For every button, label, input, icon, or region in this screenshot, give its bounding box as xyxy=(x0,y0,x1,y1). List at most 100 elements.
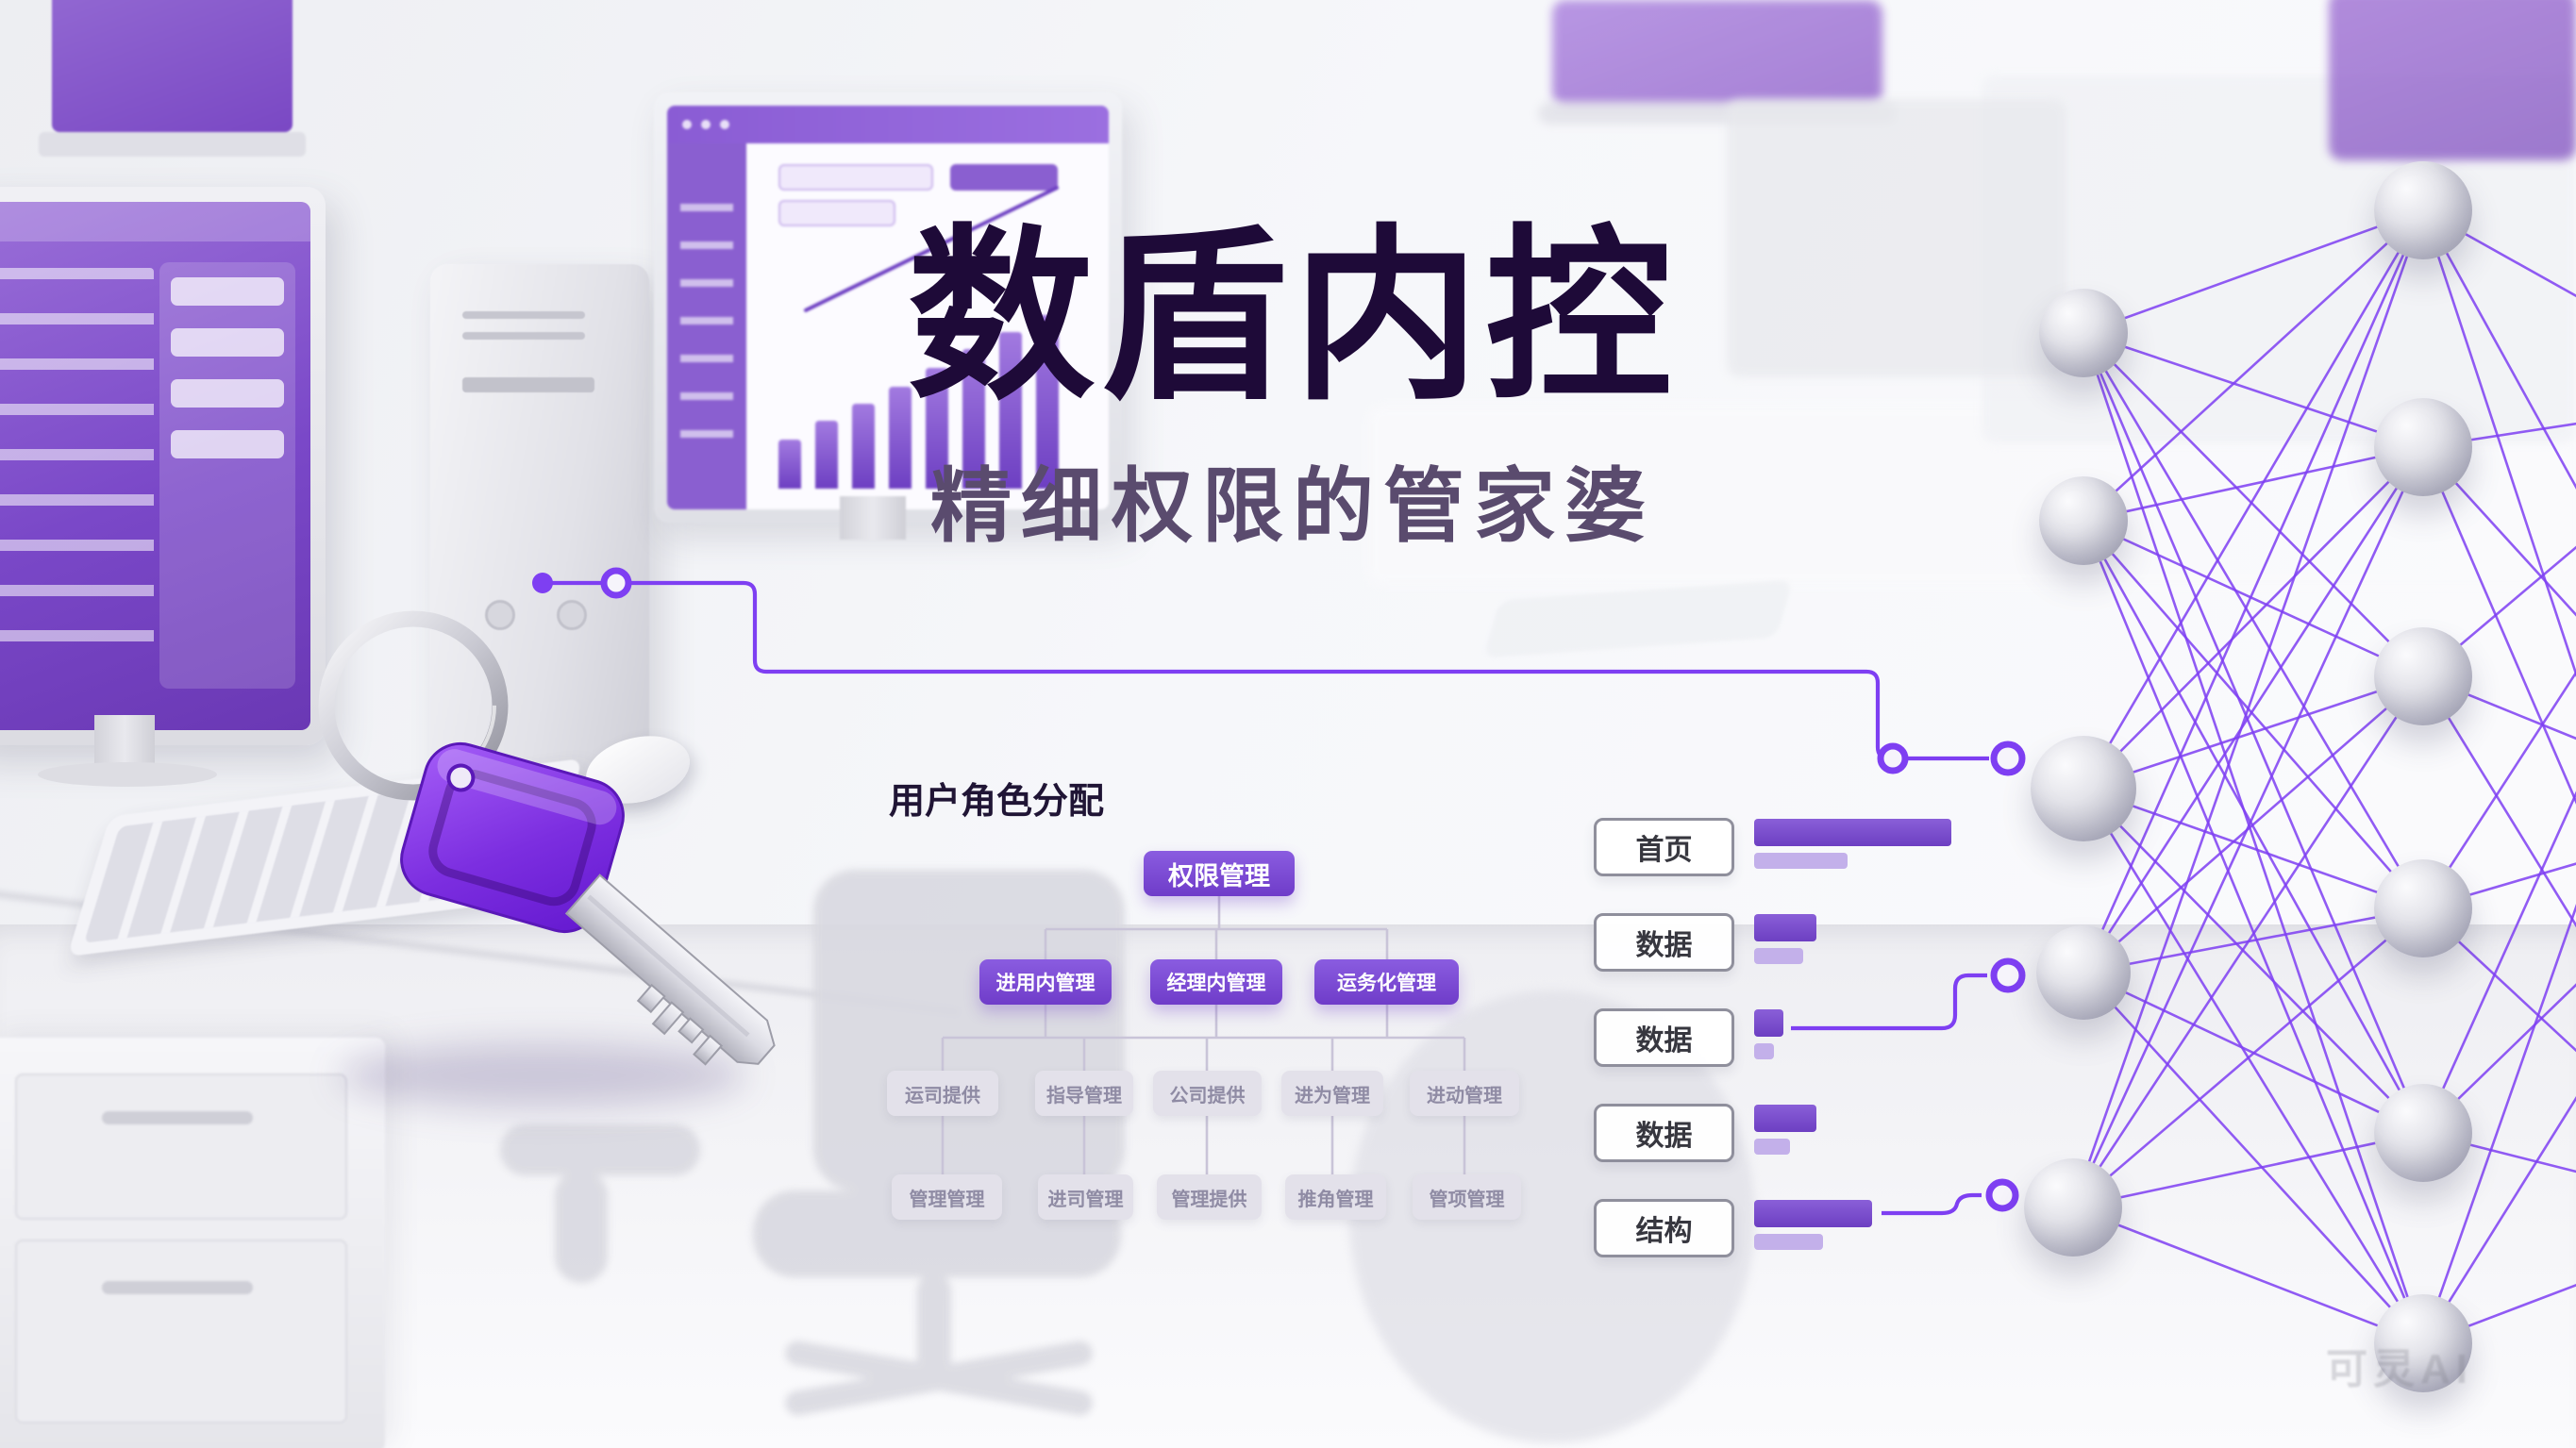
key-hole xyxy=(446,763,476,792)
sidebar-menu-lines xyxy=(680,204,733,440)
background-keyboard xyxy=(1482,579,1794,658)
key-shadow xyxy=(340,1042,745,1108)
background-monitor-back xyxy=(1727,99,2066,377)
network-node-sphere xyxy=(2039,476,2128,565)
circuit-node-ring xyxy=(1990,741,2026,776)
key-shaft xyxy=(564,874,776,1066)
network-node-sphere xyxy=(2039,289,2128,377)
network-node-sphere xyxy=(2374,627,2472,725)
network-node-sphere xyxy=(2374,398,2472,496)
background-monitor-screen xyxy=(1552,0,1882,106)
org-node-level3[interactable]: 运司提供 xyxy=(887,1071,998,1116)
screen-input-row xyxy=(171,430,284,458)
network-node-sphere xyxy=(2024,1158,2122,1257)
network-node-sphere xyxy=(2031,736,2136,841)
org-node-level3[interactable]: 进为管理 xyxy=(1281,1071,1383,1116)
monitor-bezel xyxy=(39,132,306,157)
watermark: 可灵AI xyxy=(2326,1346,2473,1392)
org-node-level4[interactable]: 进司管理 xyxy=(1038,1174,1133,1220)
page-title: 数盾内控 xyxy=(908,212,1678,421)
org-node-level3[interactable]: 指导管理 xyxy=(1035,1071,1133,1116)
mini-bar-group xyxy=(1754,819,1951,869)
drawer-unit xyxy=(0,1038,385,1448)
mini-bar xyxy=(1754,1009,1783,1037)
monitor-top-left xyxy=(39,0,306,157)
page-subtitle: 精细权限的管家婆 xyxy=(930,460,1655,552)
mini-bar xyxy=(1754,1105,1816,1132)
mini-bar-group xyxy=(1754,1200,1872,1250)
window-dot xyxy=(720,120,729,129)
drawer-face xyxy=(15,1074,347,1220)
mini-bar xyxy=(1754,1234,1823,1250)
chair-armrest-post xyxy=(555,1170,608,1283)
tower-vent xyxy=(462,311,585,319)
chair-backrest xyxy=(813,870,1125,1190)
network-node-sphere xyxy=(2374,1084,2472,1182)
monitor-left xyxy=(0,187,326,745)
mini-bar xyxy=(1754,853,1848,869)
security-key-graphic xyxy=(318,610,776,1066)
monitor-left-screen xyxy=(0,202,310,730)
window-dot xyxy=(682,120,692,129)
mini-bar xyxy=(1754,948,1803,964)
org-node-level4[interactable]: 管理管理 xyxy=(892,1174,1002,1220)
monitor-stand xyxy=(94,715,155,770)
tower-vent xyxy=(462,332,585,340)
org-node-level2[interactable]: 进用内管理 xyxy=(979,959,1112,1005)
mini-bar-group xyxy=(1754,1105,1816,1155)
monitor-base xyxy=(38,762,217,787)
network-node-sphere xyxy=(2374,859,2472,957)
tower-power-button xyxy=(485,600,515,630)
org-node-level2[interactable]: 运务化管理 xyxy=(1314,959,1459,1005)
org-node-level3[interactable]: 进动管理 xyxy=(1410,1071,1519,1116)
hero-block: 数盾内控 精细权限的管家婆 xyxy=(745,219,1840,558)
org-chart-heading: 用户角色分配 xyxy=(889,782,1105,822)
tower-drive-slot xyxy=(462,377,594,392)
monitor-stand xyxy=(840,496,906,540)
screen-input-row xyxy=(171,277,284,306)
background-monitor-screen xyxy=(2329,0,2576,160)
chair-pole xyxy=(917,1273,951,1377)
dashboard-button xyxy=(950,164,1058,191)
screen-input-row xyxy=(171,379,284,408)
mini-bar xyxy=(1754,1200,1872,1227)
drawer-handle xyxy=(102,1281,253,1294)
dashboard-bar-chart xyxy=(778,315,1059,489)
circuit-node-ring xyxy=(1877,742,1909,774)
org-node-level4[interactable]: 推角管理 xyxy=(1285,1174,1386,1220)
screen-side-panel xyxy=(159,262,295,689)
menu-item-data-3[interactable]: 数据 xyxy=(1594,1104,1734,1162)
screen-header xyxy=(0,202,310,241)
mini-bar-group xyxy=(1754,914,1816,964)
mini-bar xyxy=(1754,914,1816,941)
network-node-sphere xyxy=(2036,925,2131,1020)
key-head xyxy=(400,741,625,934)
menu-item-data-1[interactable]: 数据 xyxy=(1594,913,1734,972)
chair-armrest xyxy=(500,1124,700,1175)
org-node-level4[interactable]: 管理提供 xyxy=(1157,1174,1262,1220)
screen-table-rows xyxy=(0,268,154,645)
menu-item-data-2[interactable]: 数据 xyxy=(1594,1008,1734,1067)
mini-bar-group xyxy=(1754,1009,1783,1059)
mini-bar xyxy=(1754,819,1951,846)
dashboard-screen xyxy=(667,106,1109,509)
keyring-icon xyxy=(318,610,509,801)
screen-input-row xyxy=(171,328,284,357)
org-node-level3[interactable]: 公司提供 xyxy=(1153,1071,1262,1116)
monitor-dashboard xyxy=(654,92,1122,523)
drawer-face xyxy=(15,1240,347,1423)
dashboard-input xyxy=(778,200,895,226)
org-node-level4[interactable]: 管项管理 xyxy=(1413,1174,1521,1220)
dashboard-sidebar xyxy=(667,143,746,509)
org-node-root[interactable]: 权限管理 xyxy=(1144,851,1295,896)
dashboard-topbar xyxy=(667,106,1109,143)
mini-bar xyxy=(1754,1043,1774,1059)
menu-item-home[interactable]: 首页 xyxy=(1594,818,1734,876)
dashboard-input xyxy=(778,164,933,191)
network-node-sphere xyxy=(2374,161,2472,259)
org-node-level2[interactable]: 经理内管理 xyxy=(1150,959,1282,1005)
menu-item-structure[interactable]: 结构 xyxy=(1594,1199,1734,1257)
drawer-handle xyxy=(102,1111,253,1124)
window-dot xyxy=(701,120,711,129)
